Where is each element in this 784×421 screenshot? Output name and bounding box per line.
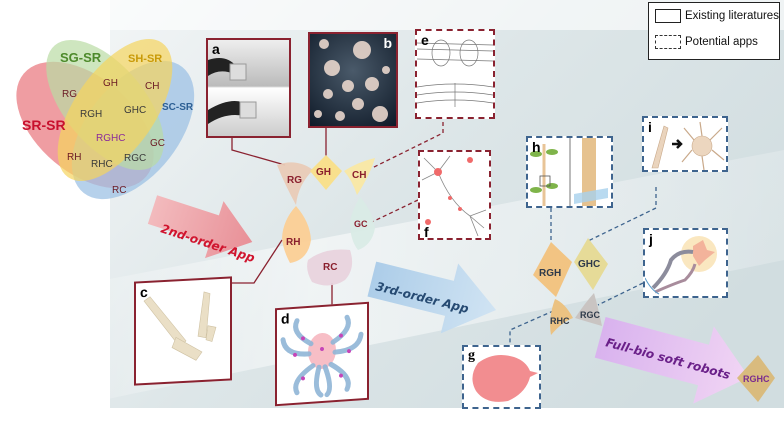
panel-d: d [275, 301, 369, 407]
venn-label-sh-sr: SH-SR [128, 53, 162, 65]
neuron-image [421, 155, 487, 237]
svg-text:CH: CH [352, 170, 366, 181]
node-gc: GC [350, 197, 375, 250]
venn-region-gh: GH [103, 78, 118, 89]
svg-text:GC: GC [354, 219, 368, 229]
svg-text:RGHC: RGHC [743, 374, 770, 384]
panel-label-e: e [421, 32, 429, 48]
panel-label-d: d [281, 310, 290, 327]
connector-f-gc [371, 199, 419, 223]
panel-label-g: g [468, 348, 475, 363]
node-rhc: RHC [550, 299, 573, 335]
connector-g-rhc [509, 307, 561, 345]
venn-region-rh: RH [67, 152, 81, 163]
venn-label-sr-sr: SR-SR [22, 117, 66, 133]
connector-i-ghc [587, 187, 657, 242]
connector-e-ch [371, 122, 444, 169]
panel-e: e [415, 29, 495, 119]
venn-region-ghc: GHC [124, 105, 146, 116]
legend-solid-box [655, 9, 681, 23]
svg-text:GH: GH [316, 167, 331, 178]
legend-potential-label: Potential apps [685, 36, 758, 48]
node-rgc: RGC [575, 293, 602, 326]
stem-cell-differentiation-image [651, 121, 725, 171]
venn-label-sc-sr: SC-SR [162, 102, 194, 113]
node-rghc: RGHC [737, 355, 775, 402]
soft-gripper-image [208, 58, 257, 124]
panel-label-b: b [383, 35, 392, 51]
venn-region-rc: RC [112, 185, 126, 196]
panel-label-c: c [140, 283, 148, 301]
svg-text:RH: RH [286, 237, 300, 248]
panel-i: i [642, 116, 728, 172]
venn-diagram: SR-SR SG-SR SH-SR SC-SR RG GH CH RGH GHC… [16, 39, 195, 200]
venn-region-gc: GC [150, 138, 165, 149]
connector-a-rg [231, 138, 286, 166]
panel-a: a [206, 38, 291, 138]
svg-text:GHC: GHC [578, 259, 600, 270]
node-ch: CH [344, 158, 375, 195]
bio-actuator-image [143, 291, 217, 361]
svg-text:RGC: RGC [580, 310, 601, 320]
panel-label-h: h [532, 139, 541, 155]
connector-c-rh [232, 239, 283, 284]
cell-aggregate-image [314, 39, 390, 122]
arrow-full-bio [594, 317, 749, 404]
panel-b: b [308, 32, 398, 128]
venn-region-rg: RG [62, 89, 77, 100]
spinal-nerve-image [644, 236, 717, 295]
arrow-2nd-order [147, 195, 253, 259]
venn-region-ch: CH [145, 81, 159, 92]
legend-potential: Potential apps [655, 35, 758, 49]
svg-text:RHC: RHC [550, 316, 570, 326]
connector-j-rgc [597, 282, 644, 306]
panel-label-i: i [648, 119, 652, 135]
node-rc: RC [307, 249, 353, 286]
legend-dashed-box [655, 35, 681, 49]
venn-region-rghc: RGHC [96, 133, 125, 144]
node-ghc: GHC [574, 238, 608, 290]
panel-j: j [643, 228, 728, 298]
panel-f: f [418, 150, 491, 240]
panel-label-f: f [424, 224, 429, 240]
venn-region-rhc: RHC [91, 159, 113, 170]
panel-label-j: j [649, 231, 653, 247]
node-gh: GH [310, 155, 342, 190]
venn-label-sg-sr: SG-SR [60, 50, 102, 65]
node-rgh: RGH [533, 242, 572, 297]
venn-set-sh-sr [57, 39, 173, 181]
venn-region-rgh: RGH [80, 109, 102, 120]
panel-label-a: a [212, 41, 220, 57]
octobot-image [280, 314, 364, 398]
legend-existing-label: Existing literatures [685, 10, 779, 22]
venn-region-rgc: RGC [124, 153, 146, 164]
panel-h: h [526, 136, 613, 208]
plant-graft-image [530, 138, 608, 206]
svg-text:RG: RG [287, 175, 302, 186]
legend: Existing literatures Potential apps [648, 2, 780, 60]
node-rg: RG [277, 162, 313, 205]
arrow-3rd-order [367, 261, 497, 334]
legend-existing: Existing literatures [655, 9, 779, 23]
tissue-image [472, 355, 538, 402]
svg-text:RGH: RGH [539, 268, 561, 279]
panel-c: c [134, 276, 232, 386]
svg-text:RC: RC [323, 262, 337, 273]
panel-g: g [462, 345, 541, 409]
tissue-scaffold-image [416, 39, 494, 107]
node-rh: RH [282, 206, 311, 263]
